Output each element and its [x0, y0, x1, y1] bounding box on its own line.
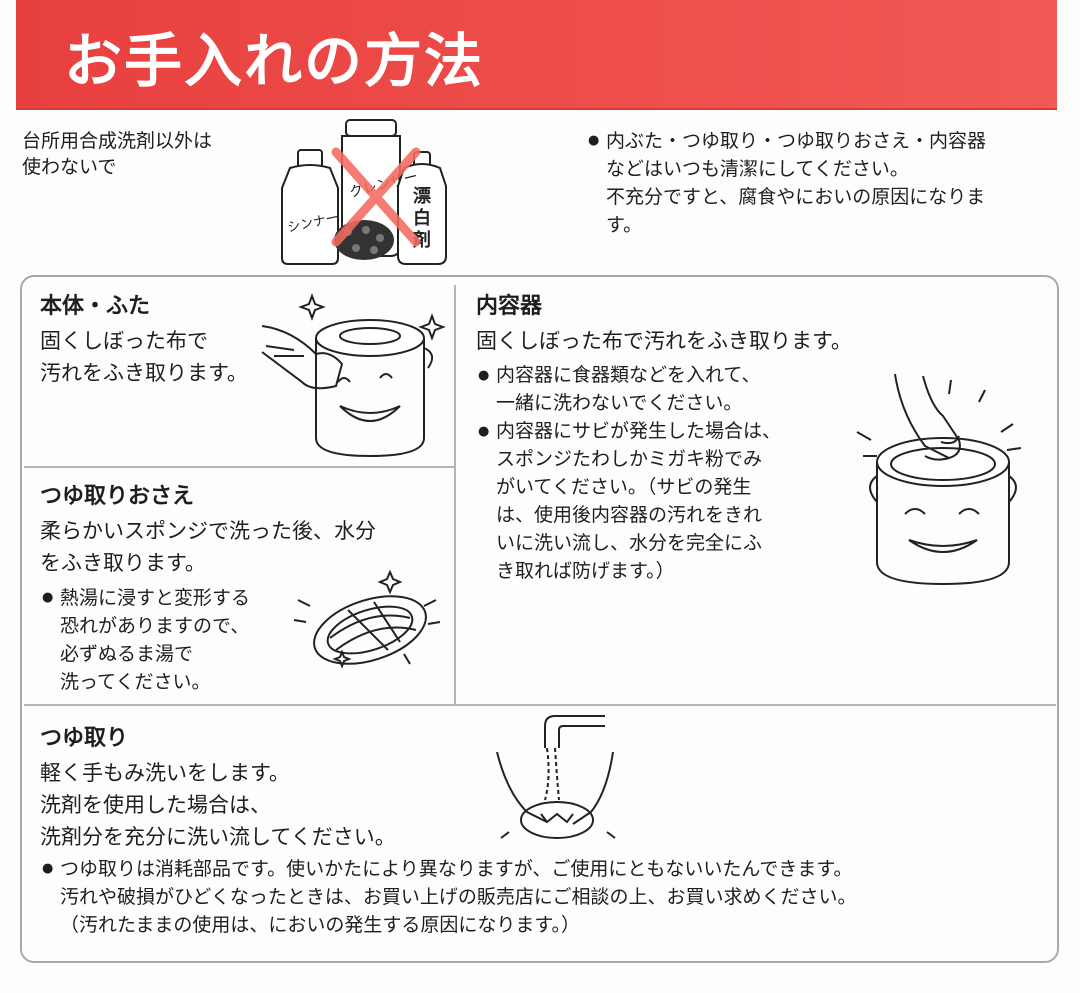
notice-bullet: ● — [588, 133, 600, 148]
tsuyu-tray-bullet: ● — [42, 861, 54, 876]
section-heading-tsuyu-holder: つゆ取りおさえ — [40, 484, 195, 509]
inner-bullet-1-line-1: 内容器に食器類などを入れて、 — [496, 364, 761, 386]
hand-washing-illustration — [496, 715, 616, 839]
tsuyu-tray-note-2: 汚れや破損がひどくなったときは、お買い上げの販売店にご相談の上、お買い求めくださ… — [60, 886, 857, 908]
notice-line-3: 不充分ですと、腐食やにおいの原因になりま — [606, 186, 986, 208]
section-divider-left — [24, 466, 455, 468]
notice-line-4: す。 — [606, 214, 643, 236]
tsuyu-holder-line-1: 柔らかいスポンジで洗った後、水分 — [40, 519, 376, 543]
svg-text:漂: 漂 — [413, 186, 431, 207]
column-divider — [454, 285, 456, 705]
tsuyu-holder-note-4: 洗ってください。 — [60, 671, 211, 693]
inner-bullet-2-line-3: がいてください。（サビの発生 — [496, 476, 752, 498]
inner-bullet-1-line-2: 一緒に洗わないでください。 — [496, 392, 743, 414]
tsuyu-holder-line-2: をふき取ります。 — [40, 551, 206, 575]
header-banner: お手入れの方法 — [16, 0, 1057, 110]
care-instructions-panel — [20, 275, 1059, 963]
section-heading-body-lid: 本体・ふた — [40, 294, 151, 319]
inner-bullet-2-line-5: いに洗い流し、水分を完全にふ — [496, 532, 763, 554]
motion-lines — [856, 379, 1022, 457]
tsuyu-holder-note-3: 必ずぬるま湯で — [60, 643, 194, 665]
section-divider-bottom — [24, 704, 1056, 706]
tsuyu-tray-note-3: （汚れたままの使用は、においの発生する原因になります。） — [60, 914, 581, 936]
body-lid-line-2: 汚れをふき取ります。 — [40, 361, 248, 385]
inner-container-intro: 固くしぼった布で汚れをふき取ります。 — [476, 329, 852, 353]
tsuyu-holder-illustration — [293, 569, 441, 669]
inner-bullet-2-line-6: き取れば防げます。） — [496, 560, 675, 582]
tsuyu-tray-note-1: つゆ取りは消耗部品です。使いかたにより異なりますが、ご使用にともないいたんできま… — [60, 858, 853, 880]
tsuyu-tray-line-3: 洗剤分を充分に洗い流してください。 — [40, 825, 396, 849]
sparkle-icon — [298, 293, 326, 321]
tsuyu-holder-bullet: ● — [42, 590, 54, 605]
inner-container-scrubbing-illustration — [856, 373, 1022, 586]
inner-bullet-1: ● — [478, 368, 490, 383]
body-lid-line-1: 固くしぼった布で — [40, 329, 208, 353]
tsuyu-holder-note-1: 熱湯に浸すと変形する — [60, 587, 251, 609]
prohibited-cleaners-illustration: クレンザー シンナー 漂白剤 — [281, 119, 447, 265]
notice-line-1: 内ぶた・つゆ取り・つゆ取りおさえ・内容器 — [606, 130, 987, 152]
svg-text:白: 白 — [413, 207, 431, 229]
section-heading-tsuyu-tray: つゆ取り — [40, 726, 129, 751]
prohibited-x-icon — [331, 147, 421, 247]
tsuyu-tray-line-2: 洗剤を使用した場合は、 — [40, 793, 271, 817]
section-heading-inner-container: 内容器 — [476, 294, 543, 319]
sparkle-icon — [377, 569, 403, 595]
tsuyu-tray-line-1: 軽く手もみ洗いをします。 — [40, 761, 290, 785]
warning-line-2: 使わないで — [22, 156, 117, 178]
inner-bullet-2-line-1: 内容器にサビが発生した場合は、 — [496, 420, 782, 442]
pot-wiping-illustration — [261, 293, 446, 458]
notice-line-2: などはいつも清潔にしてください。 — [606, 158, 909, 180]
tsuyu-holder-note-2: 恐れがありますので、 — [60, 615, 250, 637]
inner-bullet-2-line-4: は、使用後内容器の汚れをきれ — [496, 504, 763, 526]
inner-bullet-2-line-2: スポンジたわしかミガキ粉でみ — [496, 448, 763, 470]
inner-bullet-2: ● — [478, 424, 490, 439]
page-title: お手入れの方法 — [64, 27, 485, 95]
warning-line-1: 台所用合成洗剤以外は — [22, 130, 213, 152]
